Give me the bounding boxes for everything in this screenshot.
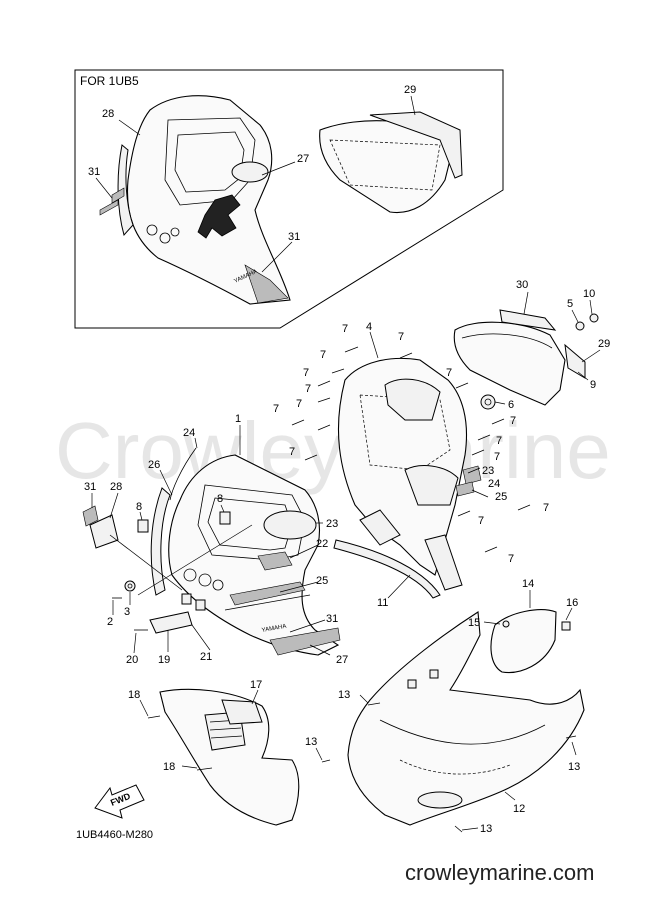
callout-21: 21 bbox=[200, 651, 212, 663]
callout-23-a: 23 bbox=[326, 518, 338, 530]
callout-13-d: 13 bbox=[480, 823, 492, 835]
callout-24: 24 bbox=[183, 427, 195, 439]
callout-7-c: 7 bbox=[320, 349, 326, 361]
screws-7 bbox=[291, 346, 577, 833]
callout-7-a: 7 bbox=[342, 323, 348, 335]
callout-7-n: 7 bbox=[543, 502, 549, 514]
callout-30: 30 bbox=[516, 279, 528, 291]
meter-cover-assembly bbox=[453, 309, 599, 406]
callout-15: 15 bbox=[468, 617, 480, 629]
callout-7-m: 7 bbox=[478, 515, 484, 527]
callout-13-b: 13 bbox=[305, 736, 317, 748]
callout-31: 31 bbox=[84, 481, 96, 493]
callout-26: 26 bbox=[148, 459, 160, 471]
callout-7-g: 7 bbox=[296, 398, 302, 410]
footboard-12 bbox=[347, 609, 585, 826]
watermark: Crowley Marine bbox=[55, 406, 611, 495]
inset-for-1ub5: FOR 1UB5 YAMAHA bbox=[74, 69, 504, 329]
callout-28: 28 bbox=[110, 481, 122, 493]
inner-panel-assembly bbox=[333, 357, 496, 599]
callout-8-a: 8 bbox=[136, 501, 142, 513]
callout-3: 3 bbox=[124, 606, 130, 618]
callout-7-j: 7 bbox=[510, 415, 516, 427]
callout-6: 6 bbox=[508, 399, 514, 411]
callout-25-a: 25 bbox=[316, 575, 328, 587]
callout-28-inset: 28 bbox=[102, 108, 114, 120]
front-panel-assembly: YAMAHA bbox=[82, 447, 341, 656]
callout-10: 10 bbox=[583, 288, 595, 300]
callout-1: 1 bbox=[235, 413, 241, 425]
website-footer: crowleymarine.com bbox=[405, 860, 595, 885]
callout-5: 5 bbox=[567, 298, 573, 310]
callout-20: 20 bbox=[126, 654, 138, 666]
callout-18-a: 18 bbox=[128, 689, 140, 701]
callout-17: 17 bbox=[250, 679, 262, 691]
callout-29: 29 bbox=[598, 338, 610, 350]
leader-lines bbox=[91, 291, 601, 831]
callout-11: 11 bbox=[377, 597, 388, 609]
callout-13-c: 13 bbox=[568, 761, 580, 773]
yamaha-emblem-main: YAMAHA bbox=[261, 624, 287, 634]
callout-13-a: 13 bbox=[338, 689, 350, 701]
callout-23-b: 23 bbox=[482, 465, 494, 477]
callout-16: 16 bbox=[566, 597, 578, 609]
callout-7-b: 7 bbox=[398, 331, 404, 343]
callout-4: 4 bbox=[366, 321, 372, 333]
callout-18-b: 18 bbox=[163, 761, 175, 773]
callout-7-k: 7 bbox=[496, 435, 502, 447]
callout-7-d: 7 bbox=[303, 367, 309, 379]
callout-27-inset: 27 bbox=[297, 153, 309, 165]
callout-7-f: 7 bbox=[273, 403, 279, 415]
callout-8-b: 8 bbox=[217, 493, 223, 505]
callout-12: 12 bbox=[513, 803, 525, 815]
callout-31-inset: 31 bbox=[88, 166, 100, 178]
callout-2: 2 bbox=[107, 616, 113, 628]
callout-7-i: 7 bbox=[446, 367, 452, 379]
inset-title: FOR 1UB5 bbox=[80, 74, 139, 88]
callout-7-o: 7 bbox=[508, 553, 514, 565]
callout-9: 9 bbox=[590, 379, 596, 391]
callout-14: 14 bbox=[522, 578, 534, 590]
lower-cover-17 bbox=[147, 688, 300, 826]
callout-31-inset-b: 31 bbox=[288, 231, 300, 243]
callout-29-inset: 29 bbox=[404, 84, 416, 96]
callout-7-l: 7 bbox=[494, 451, 500, 463]
callout-7-e: 7 bbox=[305, 383, 311, 395]
callout-24-b: 24 bbox=[488, 478, 500, 490]
drawing-code: 1UB4460-M280 bbox=[76, 829, 153, 841]
callout-31-b: 31 bbox=[326, 613, 338, 625]
callout-numbers: 28 31 27 31 29 1 24 26 31 28 8 8 23 22 2… bbox=[84, 84, 610, 835]
callout-27: 27 bbox=[336, 654, 348, 666]
callout-22: 22 bbox=[316, 538, 328, 550]
fwd-arrow: FWD bbox=[94, 784, 145, 819]
callout-25-b: 25 bbox=[495, 491, 507, 503]
callout-19: 19 bbox=[158, 654, 170, 666]
callout-7-h: 7 bbox=[289, 446, 295, 458]
